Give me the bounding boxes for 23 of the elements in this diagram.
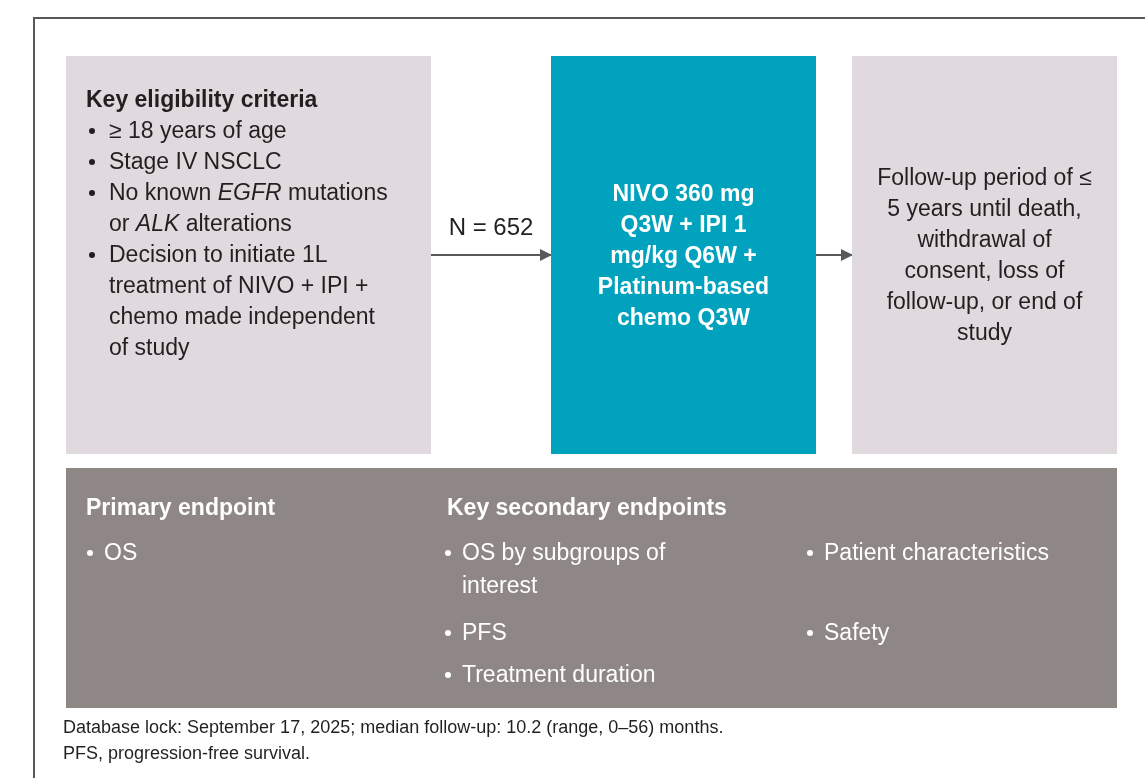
bullet-text: Stage IV NSCLC <box>109 148 282 174</box>
follow-up-text: Follow-up period of ≤ 5 years until death, withdrawal of consent, loss of follow-up, or end of study <box>876 163 1093 347</box>
endpoint-text: Treatment duration <box>462 661 656 687</box>
endpoint-text: OS <box>104 539 138 565</box>
treatment-box <box>551 56 816 454</box>
criteria-heading: Key eligibility criteria <box>86 85 319 114</box>
follow-up-box <box>852 56 1117 454</box>
treatment-text: NIVO 360 mg Q3W + IPI 1 mg/kg Q6W + Platinum-based chemo Q3W <box>596 178 771 332</box>
bullet-text: ≥ 18 years of age <box>109 117 287 143</box>
endpoint-text: OS by subgroups of interest <box>462 539 666 598</box>
endpoint-text: PFS <box>462 619 507 645</box>
arrow <box>815 249 853 261</box>
footnote: Database lock: September 17, 2025; median follow-up: 10.2 (range, 0–56) months. <box>63 716 724 739</box>
endpoint-heading: Primary endpoint <box>86 493 277 522</box>
endpoints-panel <box>66 468 1117 708</box>
criteria-box <box>66 56 431 454</box>
endpoint-heading: Key secondary endpoints <box>447 493 728 522</box>
endpoint-text: Safety <box>824 619 890 645</box>
footnote: PFS, progression-free survival. <box>63 742 312 765</box>
endpoint-text: Patient characteristics <box>824 539 1049 565</box>
arrow <box>430 249 552 261</box>
bullet-text: Decision to initiate 1L treatment of NIVO + IPI + chemo made independent of study <box>109 241 375 360</box>
bullet-text: No known EGFR mutations or ALK alterations <box>109 179 388 236</box>
